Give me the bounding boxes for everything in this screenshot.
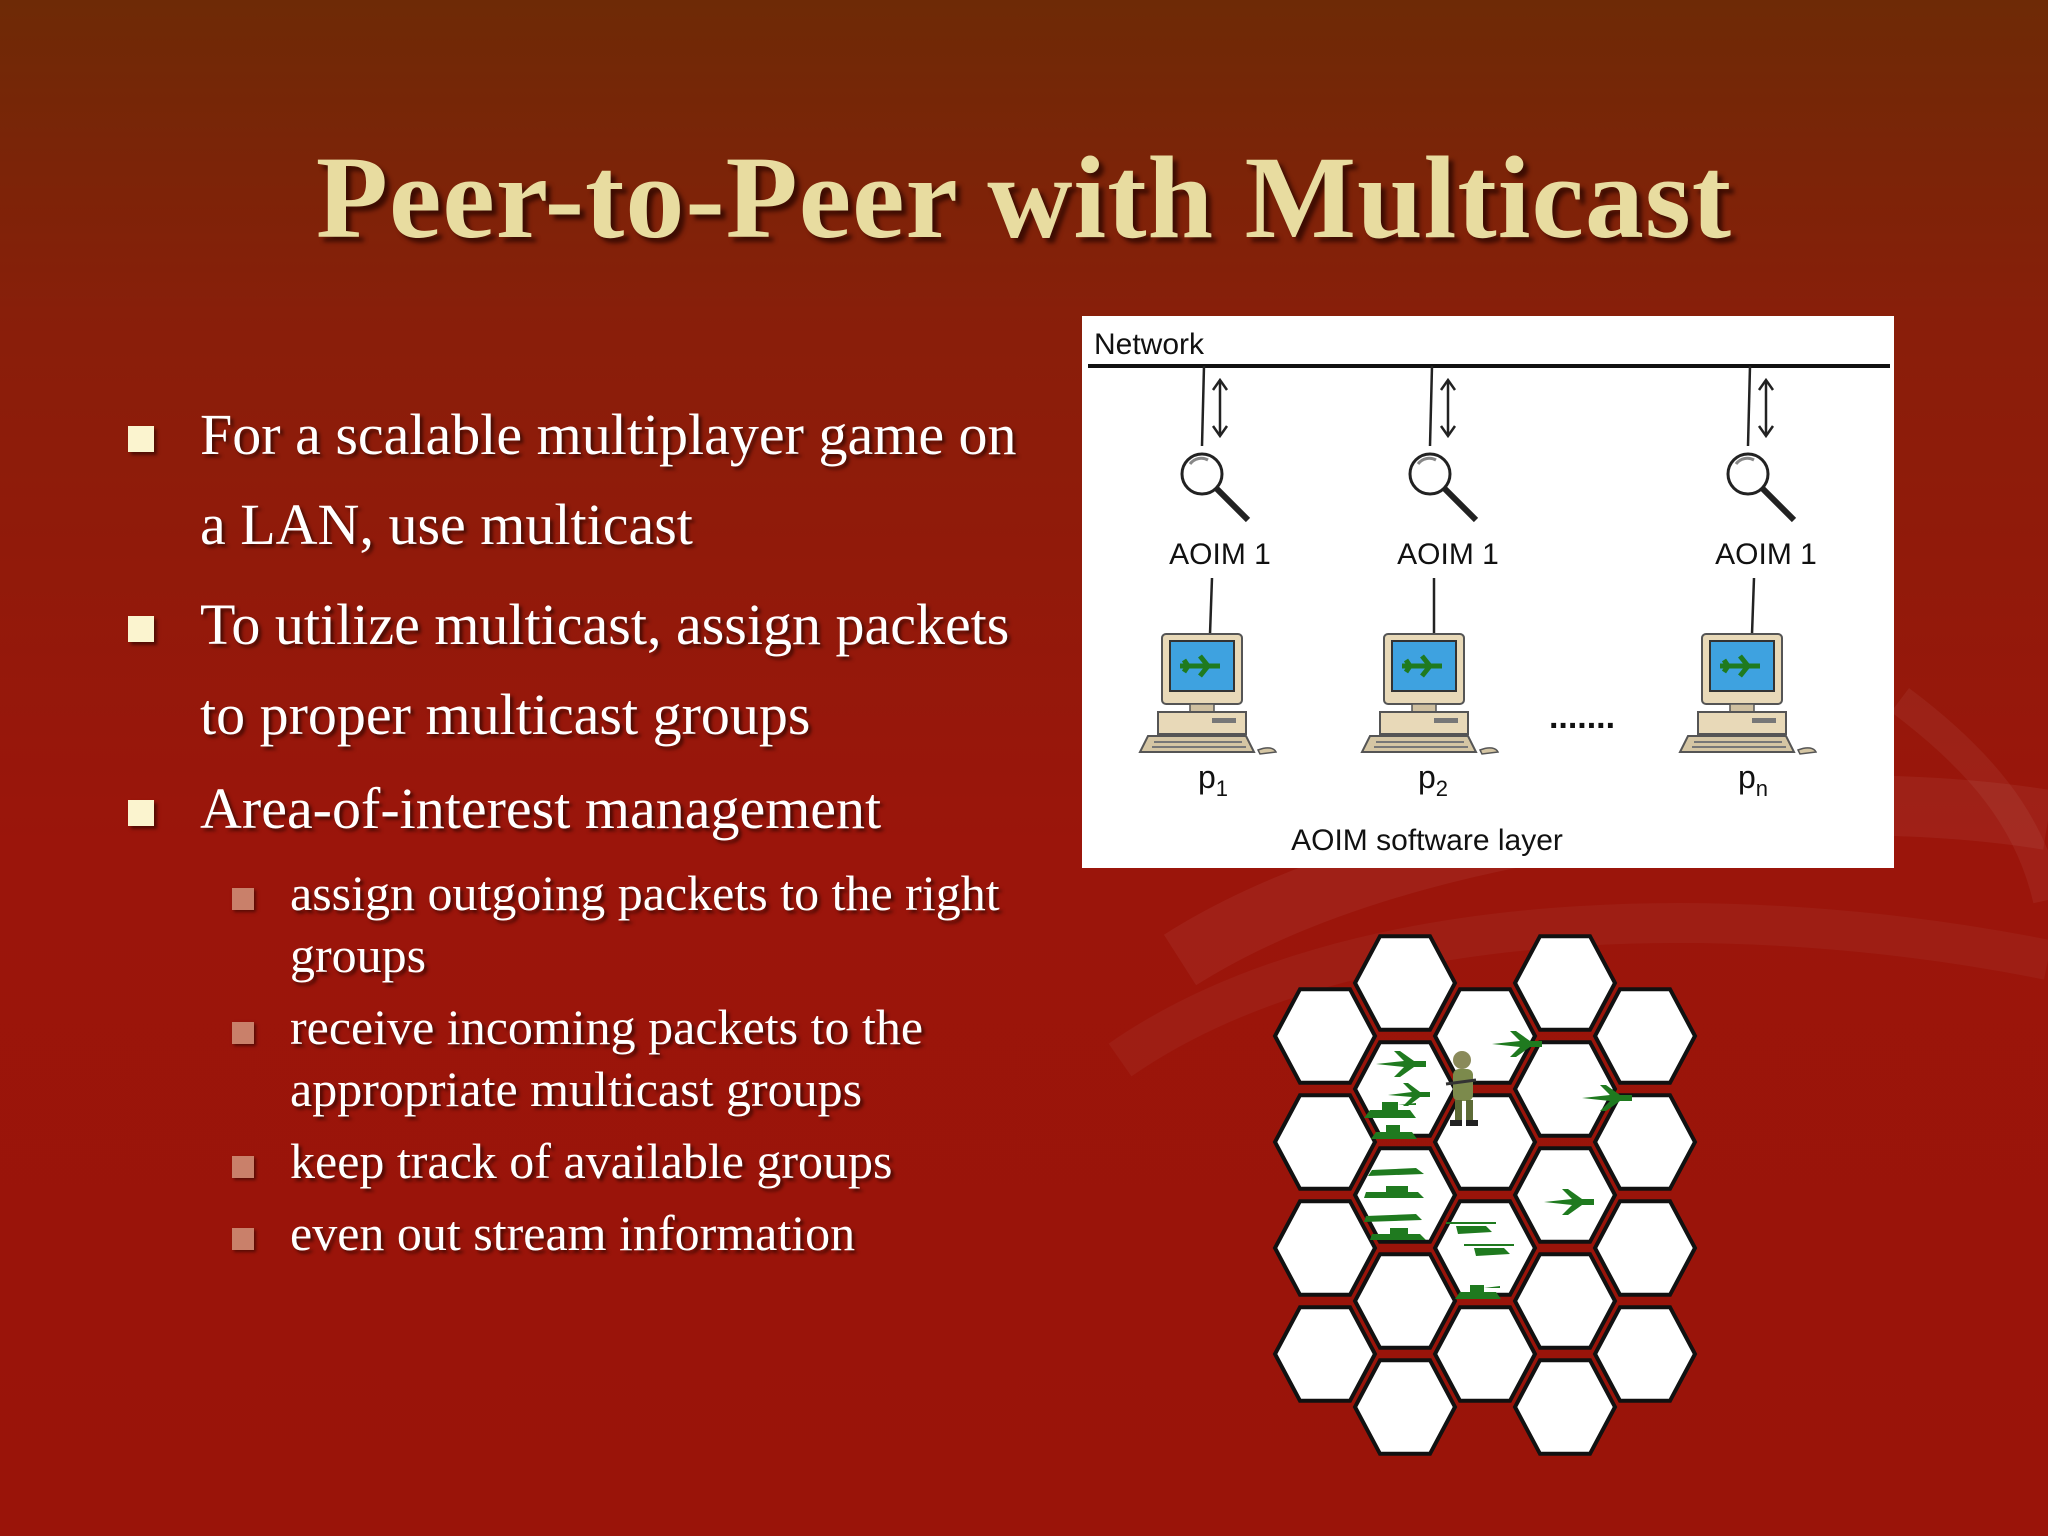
peer-node-1: AOIM 1 p1 [1140, 365, 1276, 801]
jet-icon [1544, 1189, 1594, 1215]
hex-cell [1592, 1199, 1698, 1297]
jet-icon [1376, 1051, 1426, 1077]
jet-icon [1388, 1083, 1430, 1106]
sub-bullet-text: receive incoming packets to the appropri… [290, 999, 924, 1117]
hex-cell [1272, 1199, 1378, 1297]
tank-icon [1455, 1285, 1501, 1299]
aoim-label: AOIM 1 [1715, 538, 1817, 571]
tank-icon [1364, 1186, 1424, 1198]
hex-cell [1512, 1358, 1618, 1456]
computer-icon [1140, 634, 1276, 754]
hex-cell [1432, 1093, 1538, 1191]
game-units [1364, 1031, 1632, 1299]
sub-bullet-item: receive incoming packets to the appropri… [120, 996, 1020, 1120]
jet-icon [1582, 1085, 1632, 1111]
tank-icon [1368, 1168, 1424, 1176]
computer-icon [1362, 634, 1498, 754]
bullet-list: For a scalable multiplayer game on a LAN… [120, 390, 1020, 1274]
hex-cell [1512, 934, 1618, 1032]
sub-bullet-item: even out stream information [120, 1202, 1020, 1264]
helicopter-icon [1446, 1222, 1496, 1234]
hex-cell [1512, 1040, 1618, 1138]
magnifier-icon [1182, 454, 1248, 520]
sub-bullet-item: assign outgoing packets to the right gro… [120, 862, 1020, 986]
square-sub-bullet-icon [232, 1228, 254, 1250]
tank-icon [1371, 1125, 1417, 1139]
sub-bullet-text: keep track of available groups [290, 1133, 893, 1189]
tank-icon [1370, 1228, 1426, 1240]
computer-icon [1680, 634, 1816, 754]
network-diagram: Network AOIM 1 p1 AOIM 1 p2 ....... [1082, 316, 1894, 868]
tank-icon [1364, 1102, 1416, 1118]
peer-label: p1 [1198, 759, 1228, 801]
sub-bullet-text: assign outgoing packets to the right gro… [290, 865, 1000, 983]
tank-icon [1364, 1214, 1422, 1222]
hex-cell [1432, 1305, 1538, 1403]
hex-cell [1512, 1252, 1618, 1350]
square-sub-bullet-icon [232, 1156, 254, 1178]
hex-cell [1512, 1146, 1618, 1244]
magnifier-icon [1728, 454, 1794, 520]
bullet-item: To utilize multicast, assign packets to … [120, 580, 1020, 760]
bullet-text: To utilize multicast, assign packets to … [200, 592, 1010, 747]
bidirectional-arrow-icon [1757, 378, 1775, 438]
hex-cell [1592, 1093, 1698, 1191]
hex-cell [1272, 1305, 1378, 1403]
hex-cell [1352, 1358, 1458, 1456]
square-bullet-icon [128, 426, 154, 452]
ellipsis-dots: ....... [1549, 698, 1615, 736]
square-bullet-icon [128, 616, 154, 642]
peer-label: p2 [1418, 759, 1448, 801]
slide-title: Peer-to-Peer with Multicast [315, 132, 1733, 263]
jet-icon [1492, 1031, 1542, 1057]
peer-node-n: AOIM 1 pn [1680, 365, 1817, 801]
sub-bullet-text: even out stream information [290, 1205, 856, 1261]
bullet-text: For a scalable multiplayer game on a LAN… [200, 402, 1017, 557]
sub-bullet-item: keep track of available groups [120, 1130, 1020, 1192]
square-bullet-icon [128, 800, 154, 826]
hex-cell [1272, 987, 1378, 1085]
bullet-text: Area-of-interest management [200, 776, 882, 841]
magnifier-icon [1410, 454, 1476, 520]
hex-cell [1272, 1093, 1378, 1191]
hex-cell [1592, 987, 1698, 1085]
bidirectional-arrow-icon [1211, 378, 1229, 438]
network-label: Network [1094, 328, 1205, 361]
hex-grid-svg [1272, 934, 1698, 1456]
aoim-label: AOIM 1 [1397, 538, 1499, 571]
network-diagram-svg: Network AOIM 1 p1 AOIM 1 p2 ....... [1088, 328, 1890, 857]
peer-label: pn [1738, 759, 1768, 801]
bidirectional-arrow-icon [1439, 378, 1457, 438]
bullet-item: For a scalable multiplayer game on a LAN… [120, 390, 1020, 570]
helicopter-icon [1464, 1244, 1514, 1256]
hex-cell [1352, 1252, 1458, 1350]
hex-cell [1352, 934, 1458, 1032]
soldier-icon [1445, 1051, 1478, 1126]
aoim-label: AOIM 1 [1169, 538, 1271, 571]
layer-label: AOIM software layer [1291, 824, 1563, 857]
square-sub-bullet-icon [232, 888, 254, 910]
square-sub-bullet-icon [232, 1022, 254, 1044]
peer-node-2: AOIM 1 p2 [1362, 365, 1499, 801]
hex-grid-map [1260, 930, 1720, 1480]
hex-cell [1592, 1305, 1698, 1403]
bullet-item: Area-of-interest management [120, 764, 1200, 854]
